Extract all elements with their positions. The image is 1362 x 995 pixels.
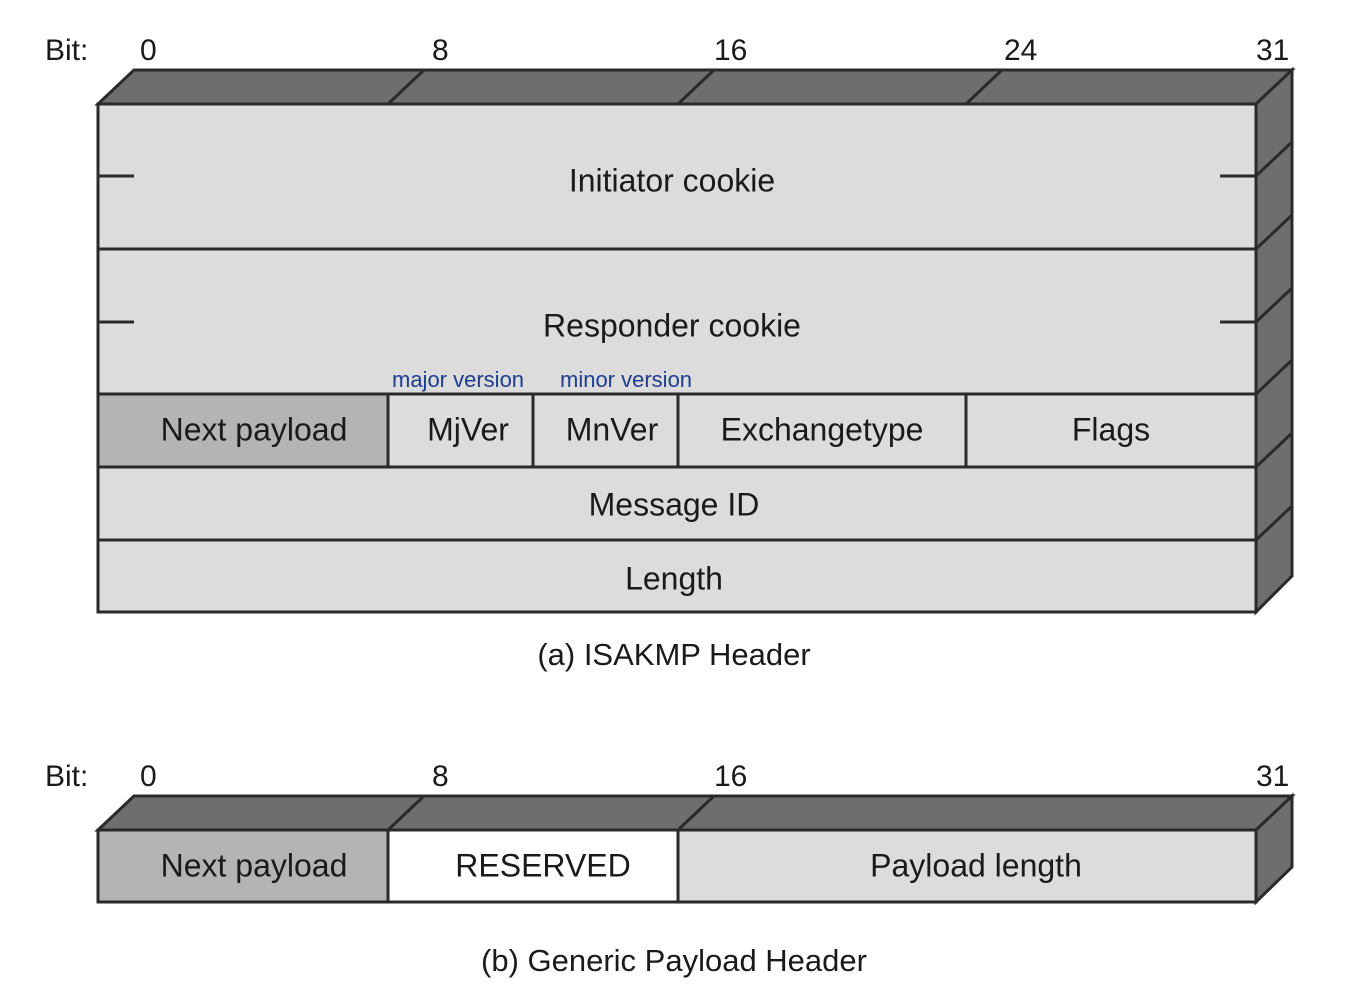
isakmp-bit-24: 24 bbox=[1004, 34, 1037, 67]
payload-length-field bbox=[676, 828, 1258, 904]
generic-next-payload-field bbox=[96, 828, 390, 904]
next-payload-field bbox=[96, 392, 390, 469]
generic-bit-label: Bit: bbox=[45, 760, 88, 793]
generic-bit-16: 16 bbox=[714, 760, 747, 793]
length-field bbox=[96, 538, 1258, 614]
isakmp-side-face bbox=[1254, 66, 1294, 616]
isakmp-bit-16: 16 bbox=[714, 34, 747, 67]
payload-length-label: Payload length bbox=[870, 847, 1082, 883]
generic-bit-8: 8 bbox=[432, 760, 449, 793]
isakmp-bit-8: 8 bbox=[432, 34, 449, 67]
generic-bit-0: 0 bbox=[140, 760, 157, 793]
isakmp-caption: (a) ISAKMP Header bbox=[537, 637, 810, 672]
isakmp-bit-label: Bit: bbox=[45, 34, 88, 67]
responder-cookie-field bbox=[96, 247, 1258, 396]
reserved-label: RESERVED bbox=[455, 847, 630, 883]
message-id-label: Message ID bbox=[589, 486, 760, 522]
generic-next-payload-label: Next payload bbox=[161, 847, 348, 883]
initiator-cookie-field bbox=[96, 102, 1258, 251]
exchange-type-label: Exchangetype bbox=[721, 411, 924, 447]
generic-caption: (b) Generic Payload Header bbox=[481, 943, 867, 978]
length-label: Length bbox=[625, 560, 723, 596]
reserved-field bbox=[386, 828, 680, 904]
initiator-cookie-label: Initiator cookie bbox=[569, 162, 775, 198]
next-payload-label: Next payload bbox=[161, 411, 348, 447]
message-id-field bbox=[96, 465, 1258, 542]
mjver-field bbox=[386, 392, 535, 469]
minor-version-note: minor version bbox=[560, 367, 692, 392]
flags-label: Flags bbox=[1072, 411, 1150, 447]
generic-payload-header-diagram: Bit: 0 8 16 31 Next payload RESERVED Pay… bbox=[45, 760, 1296, 978]
isakmp-header-diagram: Bit: 0 8 16 24 31 Initiator cookie Respo… bbox=[45, 34, 1296, 672]
mjver-label: MjVer bbox=[427, 411, 509, 447]
generic-bit-31: 31 bbox=[1256, 760, 1289, 793]
responder-cookie-label: Responder cookie bbox=[543, 307, 801, 343]
isakmp-bit-0: 0 bbox=[140, 34, 157, 67]
major-version-note: major version bbox=[392, 367, 524, 392]
mnver-label: MnVer bbox=[566, 411, 659, 447]
isakmp-bit-31: 31 bbox=[1256, 34, 1289, 67]
